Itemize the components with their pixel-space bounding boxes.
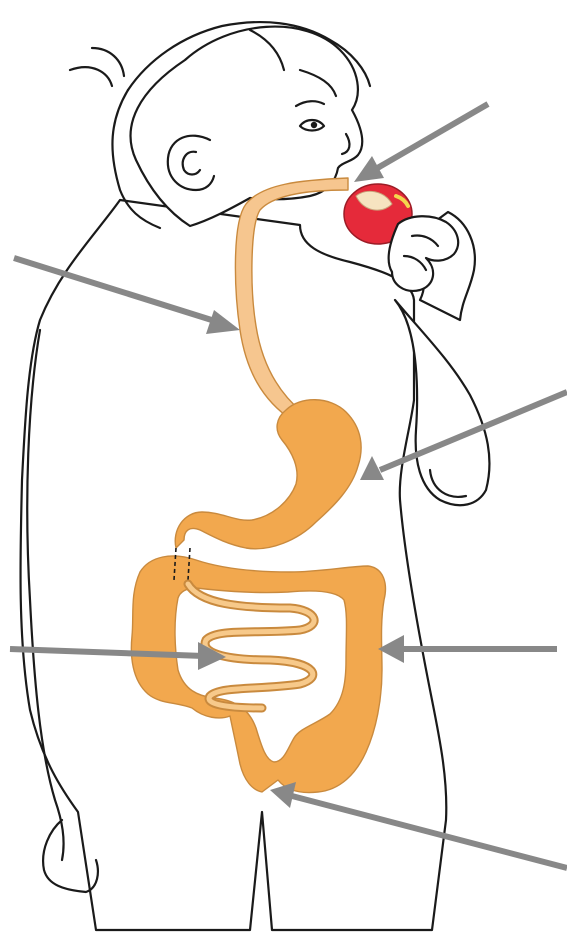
arrow-mouth [354,104,488,182]
pupil [311,122,317,128]
head-outline [131,27,363,226]
boy-figure [20,22,489,930]
